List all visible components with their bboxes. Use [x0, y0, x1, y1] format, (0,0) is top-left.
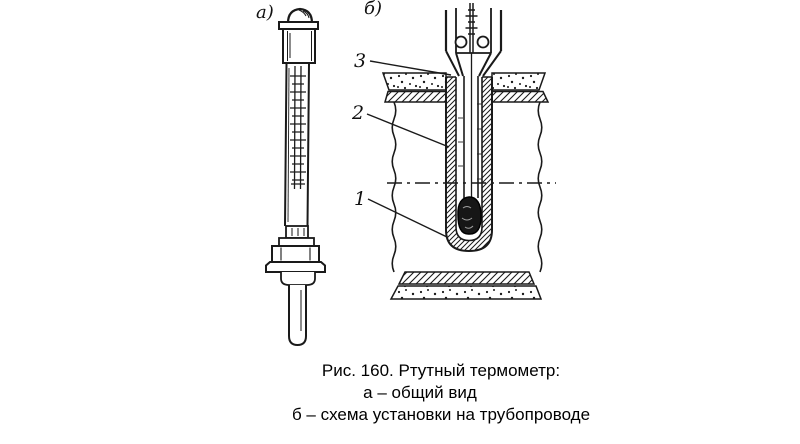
- caption-item-a: а – общий вид: [363, 383, 477, 402]
- tail-in-well: [463, 76, 479, 198]
- thermometer-general-view-drawing: [265, 7, 326, 347]
- caption-title: Рис. 160. Ртутный термометр:: [321, 361, 561, 380]
- thermowell-inner-wall: [455, 77, 483, 242]
- thermometer-fitting: [280, 272, 316, 286]
- head-screw-hole: [454, 35, 468, 49]
- head-outer-tube: [444, 10, 503, 51]
- thermometer-dome: [286, 7, 314, 24]
- thermometer-collar: [278, 21, 319, 30]
- callout-leader-1: [367, 198, 448, 238]
- callout-leader-3: [369, 60, 452, 76]
- panel-b-label: б): [364, 0, 383, 19]
- thermometer-scale-ticks: [290, 75, 306, 185]
- pipe-top-insulation-left: [381, 72, 447, 91]
- thermometer-step-band: [278, 237, 315, 247]
- pipe-bottom-insulation: [389, 285, 543, 300]
- callout-leader-2: [366, 113, 450, 148]
- pipe-bottom-wall: [397, 271, 536, 285]
- pipe-top-wall-left: [384, 90, 447, 103]
- thermometer-hex-nut: [271, 245, 320, 263]
- thermowell-outer-wall: [445, 77, 493, 253]
- pipe-top-wall-right: [491, 90, 550, 103]
- pipe-top-insulation-right: [491, 72, 547, 91]
- figure-caption: Рис. 160. Ртутный термометр: а – общий в…: [141, 360, 741, 426]
- well-liquid-ticks: [458, 103, 482, 180]
- pipeline-installation-drawing: [366, 3, 556, 300]
- pipe-break-edge-right: [537, 101, 543, 273]
- callout-number-1: 1: [354, 188, 367, 210]
- callout-number-2: 2: [352, 102, 365, 124]
- head-screw-hole: [476, 35, 490, 49]
- thermometer-cap-body: [282, 28, 316, 64]
- caption-item-b: б – схема установки на трубопроводе: [291, 405, 591, 424]
- callout-number-3: 3: [354, 50, 367, 72]
- mercury-bulb: [457, 196, 482, 235]
- thermometer-neck-ring: [285, 225, 309, 239]
- funnel-transition: [445, 50, 502, 77]
- thermometer-flange: [265, 261, 326, 273]
- thermometer-stem: [284, 62, 310, 227]
- thermometer-scale-column: [293, 65, 302, 190]
- panel-a-label: а): [256, 2, 274, 23]
- pipe-break-edge-left: [391, 101, 397, 273]
- thermometer-tail-tube: [288, 285, 307, 347]
- capillary-scale-ticks: [465, 9, 478, 35]
